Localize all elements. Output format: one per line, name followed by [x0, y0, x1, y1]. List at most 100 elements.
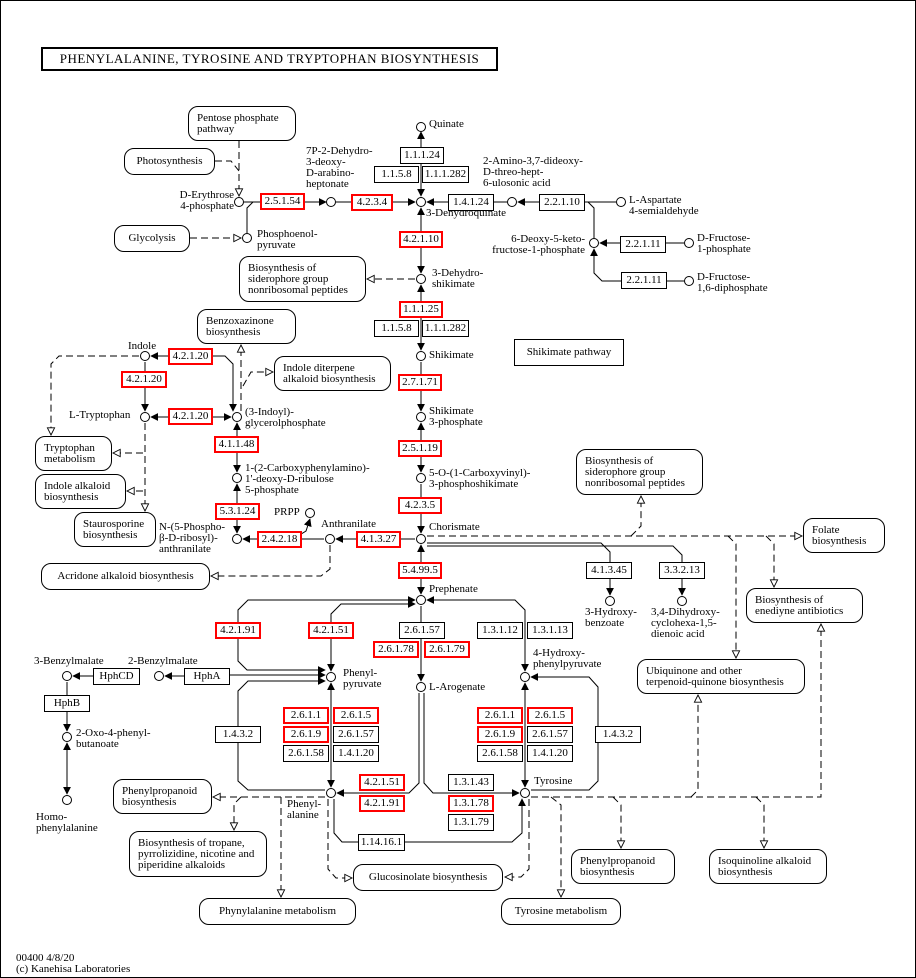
- compound-node[interactable]: [232, 473, 242, 483]
- compound-label[interactable]: D-Fructose- 1-phosphate: [697, 232, 751, 255]
- enzyme-box[interactable]: 5.4.99.5: [398, 562, 442, 579]
- pathway-map-link[interactable]: Folate biosynthesis: [803, 518, 885, 553]
- enzyme-box[interactable]: 2.6.1.57: [333, 726, 379, 743]
- compound-label[interactable]: 3-Dehydro- shikimate: [432, 267, 484, 290]
- compound-node[interactable]: [507, 197, 517, 207]
- enzyme-box[interactable]: 2.6.1.79: [424, 641, 470, 658]
- enzyme-box[interactable]: 1.1.1.25: [399, 301, 443, 318]
- compound-node[interactable]: [305, 508, 315, 518]
- compound-label[interactable]: D-Fructose- 1,6-diphosphate: [697, 271, 768, 294]
- pathway-map-link[interactable]: Pentose phosphate pathway: [188, 106, 296, 141]
- enzyme-box[interactable]: 1.1.5.8: [374, 166, 419, 183]
- compound-node[interactable]: [416, 534, 426, 544]
- compound-node[interactable]: [416, 682, 426, 692]
- compound-node[interactable]: [325, 534, 335, 544]
- compound-label[interactable]: 5-O-(1-Carboxyvinyl)- 3-phosphoshikimate: [429, 467, 531, 490]
- compound-node[interactable]: [326, 672, 336, 682]
- enzyme-box[interactable]: 1.1.5.8: [374, 320, 419, 337]
- enzyme-box[interactable]: 2.6.1.5: [527, 707, 573, 724]
- compound-node[interactable]: [326, 788, 336, 798]
- compound-node[interactable]: [416, 351, 426, 361]
- pathway-map-link[interactable]: Staurosporine biosynthesis: [74, 512, 156, 547]
- enzyme-box[interactable]: 1.3.1.78: [448, 795, 494, 812]
- enzyme-box[interactable]: 4.1.3.27: [356, 531, 401, 548]
- enzyme-box[interactable]: 2.6.1.58: [477, 745, 523, 762]
- enzyme-box[interactable]: 4.2.1.20: [121, 371, 167, 388]
- enzyme-box[interactable]: 4.2.1.51: [308, 622, 354, 639]
- pathway-map-link[interactable]: Ubiquinone and other terpenoid-quinone b…: [637, 659, 805, 694]
- compound-label[interactable]: Tyrosine: [534, 775, 573, 787]
- enzyme-box[interactable]: 4.2.1.10: [399, 231, 443, 248]
- enzyme-box[interactable]: 2.5.1.54: [260, 193, 305, 210]
- enzyme-box[interactable]: 2.6.1.78: [373, 641, 419, 658]
- compound-label[interactable]: 6-Deoxy-5-keto- fructose-1-phosphate: [492, 233, 585, 256]
- compound-label[interactable]: 1-(2-Carboxyphenylamino)- 1'-deoxy-D-rib…: [245, 462, 370, 496]
- compound-node[interactable]: [140, 351, 150, 361]
- enzyme-box[interactable]: 1.4.3.2: [215, 726, 261, 743]
- enzyme-box[interactable]: 1.3.1.12: [477, 622, 523, 639]
- enzyme-box[interactable]: 5.3.1.24: [215, 503, 260, 520]
- pathway-map-link[interactable]: Benzoxazinone biosynthesis: [197, 309, 296, 344]
- enzyme-box[interactable]: 4.2.1.91: [359, 795, 405, 812]
- compound-node[interactable]: [416, 197, 426, 207]
- compound-node[interactable]: [62, 671, 72, 681]
- pathway-map-link[interactable]: Phenylpropanoid biosynthesis: [113, 779, 212, 814]
- pathway-map-link[interactable]: Indole diterpene alkaloid biosynthesis: [274, 356, 391, 391]
- compound-label[interactable]: Shikimate 3-phosphate: [429, 405, 483, 428]
- enzyme-box[interactable]: 2.2.1.11: [621, 272, 667, 289]
- compound-node[interactable]: [154, 671, 164, 681]
- enzyme-box[interactable]: 4.2.1.20: [168, 408, 213, 425]
- enzyme-box[interactable]: 4.2.1.91: [215, 622, 261, 639]
- enzyme-box[interactable]: 4.2.3.5: [398, 497, 442, 514]
- enzyme-box[interactable]: 1.1.1.282: [422, 166, 469, 183]
- compound-label[interactable]: 3-Benzylmalate: [34, 655, 104, 667]
- compound-label[interactable]: 4-Hydroxy- phenylpyruvate: [533, 647, 602, 670]
- enzyme-box[interactable]: 1.1.1.282: [422, 320, 469, 337]
- pathway-map-link[interactable]: Biosynthesis of siderophore group nonrib…: [576, 449, 703, 495]
- enzyme-box[interactable]: 2.6.1.1: [477, 707, 523, 724]
- pathway-map-link[interactable]: Tyrosine metabolism: [501, 898, 621, 925]
- compound-node[interactable]: [520, 672, 530, 682]
- enzyme-box[interactable]: 2.5.1.19: [398, 440, 442, 457]
- enzyme-box[interactable]: 1.3.1.79: [448, 814, 494, 831]
- compound-node[interactable]: [684, 238, 694, 248]
- compound-node[interactable]: [416, 412, 426, 422]
- compound-node[interactable]: [326, 197, 336, 207]
- compound-label[interactable]: N-(5-Phospho- β-D-ribosyl)- anthranilate: [159, 521, 225, 555]
- compound-node[interactable]: [140, 412, 150, 422]
- compound-label[interactable]: D-Erythrose 4-phosphate: [179, 189, 234, 212]
- compound-label[interactable]: PRPP: [274, 506, 300, 518]
- compound-node[interactable]: [416, 274, 426, 284]
- enzyme-box[interactable]: 1.3.1.43: [448, 774, 494, 791]
- compound-label[interactable]: L-Aspartate 4-semialdehyde: [629, 194, 699, 217]
- pathway-map-link[interactable]: Indole alkaloid biosynthesis: [35, 474, 126, 509]
- enzyme-box[interactable]: 1.4.1.24: [448, 194, 494, 211]
- compound-label[interactable]: Indole: [128, 340, 157, 352]
- enzyme-box[interactable]: 1.4.1.20: [333, 745, 379, 762]
- compound-node[interactable]: [416, 122, 426, 132]
- pathway-map-link[interactable]: Isoquinoline alkaloid biosynthesis: [709, 849, 827, 884]
- compound-label[interactable]: Anthranilate: [321, 518, 376, 530]
- compound-label[interactable]: 2-Amino-3,7-dideoxy- D-threo-hept- 6-ulo…: [483, 155, 583, 189]
- enzyme-box[interactable]: 3.3.2.13: [659, 562, 705, 579]
- enzyme-box[interactable]: 2.6.1.57: [399, 622, 445, 639]
- enzyme-box[interactable]: 2.2.1.11: [620, 236, 666, 253]
- enzyme-box[interactable]: 2.2.1.10: [539, 194, 585, 211]
- pathway-map-link[interactable]: Phynylalanine metabolism: [199, 898, 356, 925]
- enzyme-box[interactable]: 2.6.1.9: [283, 726, 329, 743]
- enzyme-box[interactable]: 4.1.3.45: [586, 562, 632, 579]
- enzyme-box[interactable]: 1.4.1.20: [527, 745, 573, 762]
- enzyme-box[interactable]: 2.6.1.5: [333, 707, 379, 724]
- enzyme-box[interactable]: 2.6.1.1: [283, 707, 329, 724]
- enzyme-box[interactable]: 2.6.1.58: [283, 745, 329, 762]
- compound-node[interactable]: [232, 412, 242, 422]
- compound-label[interactable]: 3,4-Dihydroxy- cyclohexa-1,5- dienoic ac…: [651, 606, 720, 640]
- compound-node[interactable]: [416, 595, 426, 605]
- compound-label[interactable]: Quinate: [429, 118, 464, 130]
- enzyme-box[interactable]: 4.2.1.51: [359, 774, 405, 791]
- pathway-map-link[interactable]: Tryptophan metabolism: [35, 436, 112, 471]
- compound-node[interactable]: [62, 732, 72, 742]
- enzyme-box[interactable]: 4.1.1.48: [214, 436, 259, 453]
- compound-node[interactable]: [520, 788, 530, 798]
- compound-label[interactable]: 2-Benzylmalate: [128, 655, 198, 667]
